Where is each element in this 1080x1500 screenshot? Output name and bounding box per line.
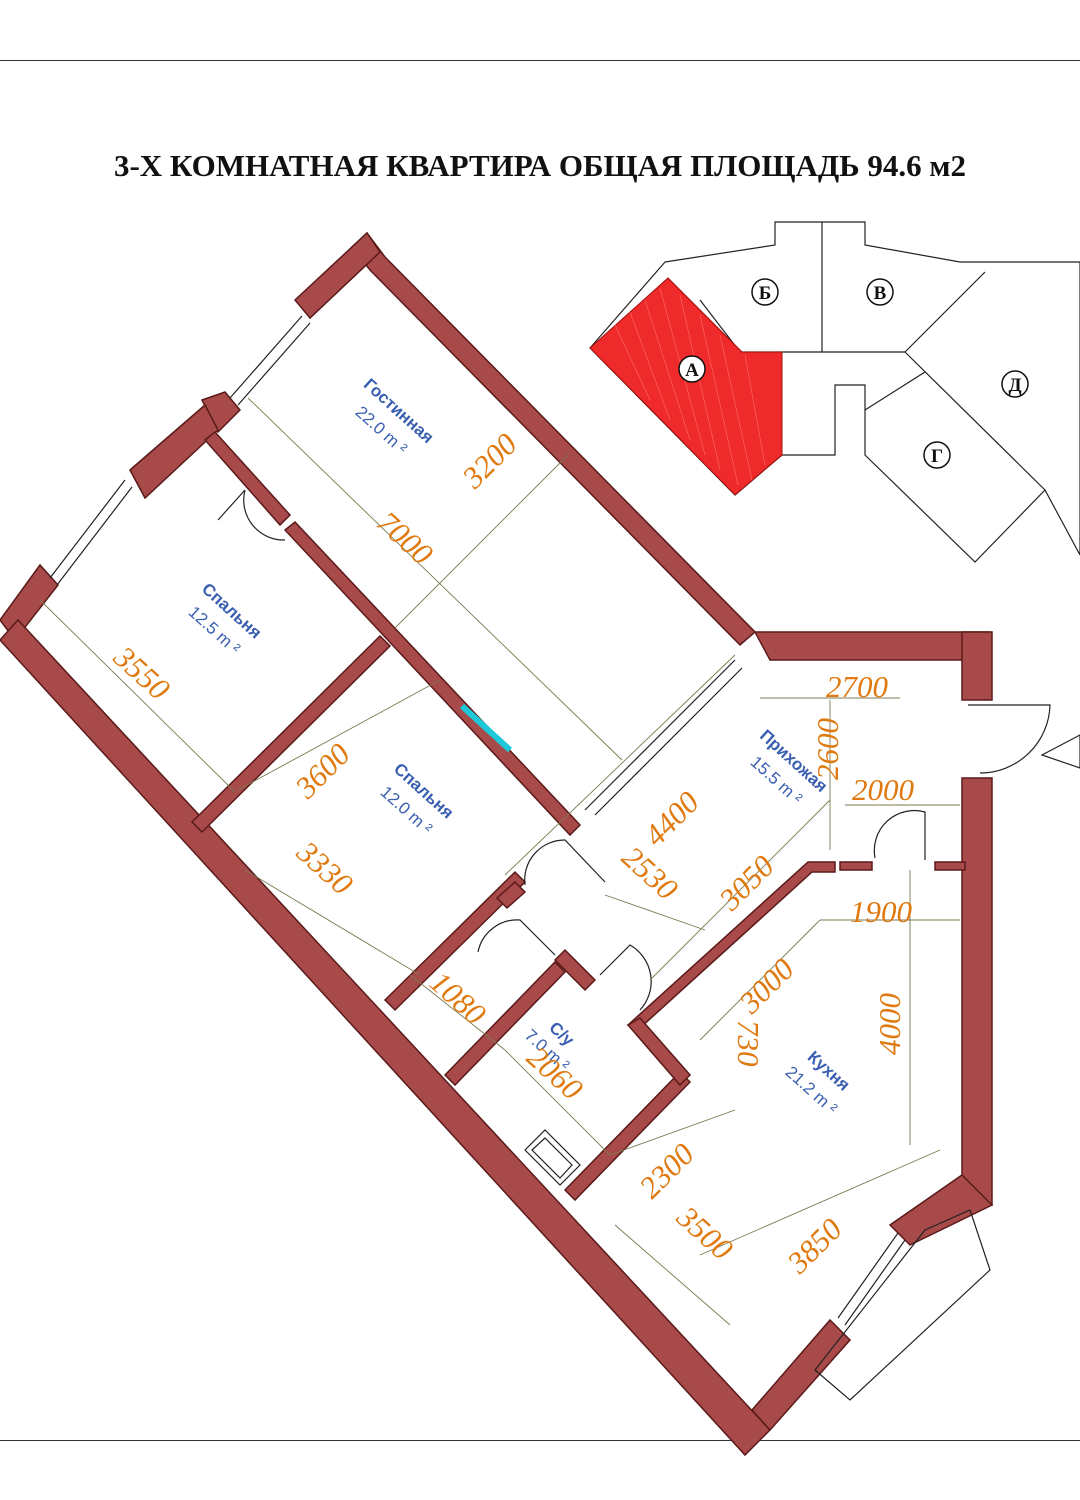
wall-bath-3 — [563, 1070, 692, 1202]
key-plan-label-d: Д — [1001, 370, 1029, 398]
key-plan-label-g: Г — [923, 441, 951, 469]
bottom-border-line — [0, 1440, 1080, 1441]
wall-hall-inner-2 — [934, 861, 966, 871]
dimension-label: 2000 — [852, 772, 915, 807]
door-bedroom1 — [217, 489, 286, 541]
window-living — [229, 315, 303, 399]
window-bedroom1 — [49, 479, 126, 579]
key-plan-divider — [864, 371, 926, 411]
room-living-label: Гостинная 22.0 m ² — [352, 375, 438, 459]
dimension-label: 3850 — [779, 1211, 849, 1281]
ventilation-shaft — [524, 1129, 581, 1186]
wall-left-3 — [0, 563, 59, 642]
sliding-partition — [594, 667, 743, 816]
walls — [0, 231, 994, 1457]
glass-panel — [459, 703, 513, 753]
svg-text:Б: Б — [759, 283, 772, 304]
wall-entry-pillar — [961, 631, 993, 701]
door-entrance — [968, 704, 1051, 774]
wall-kitchen-lower-2 — [750, 1318, 852, 1432]
key-plan-label-b: Б — [751, 278, 779, 306]
svg-text:В: В — [874, 283, 887, 304]
door-bath-2 — [599, 944, 652, 1011]
dimension-label: 2700 — [826, 669, 889, 704]
wall-partition-3b — [495, 880, 527, 910]
wall-bath-1 — [443, 960, 567, 1087]
door-kitchen — [873, 809, 926, 860]
entrance-arrow — [1040, 734, 1080, 769]
dimension-label: 4400 — [637, 784, 706, 853]
wall-living-corner — [293, 231, 381, 320]
dimension-lines — [39, 397, 960, 1326]
dimension-label: 3200 — [454, 426, 524, 496]
window-bedroom1 — [56, 486, 133, 586]
dimension-label: 1080 — [423, 964, 493, 1032]
dimension-label: 3500 — [670, 1199, 741, 1267]
key-plan-label-v: В — [866, 278, 894, 306]
dimension-label: 2060 — [520, 1039, 590, 1107]
dimension-label: 730 — [731, 1020, 766, 1067]
wall-hall-inner — [839, 861, 873, 871]
door-bath-1 — [477, 919, 556, 956]
dimension-label: 1900 — [850, 894, 913, 929]
window-living — [237, 322, 311, 406]
dimension-label: 2300 — [632, 1136, 701, 1205]
room-bedroom2-label: Спальня 12.0 m ² — [377, 759, 458, 838]
page-title: 3-Х КОМНАТНАЯ КВАРТИРА ОБЩАЯ ПЛОЩАДЬ 94.… — [113, 148, 967, 183]
balcony — [814, 1209, 991, 1401]
window-kitchen — [837, 1232, 899, 1319]
wall-partition-2 — [190, 634, 392, 834]
dimension-label: 4000 — [872, 993, 907, 1056]
svg-text:А: А — [685, 360, 699, 381]
dimension-label: 3330 — [290, 834, 361, 902]
dimension-label: 2530 — [615, 839, 685, 907]
key-plan-divider — [904, 351, 1046, 491]
key-plan-label-a: А — [678, 355, 706, 383]
wall-partition-1 — [203, 430, 292, 527]
sliding-partition — [584, 659, 736, 811]
wall-kitchen-lower — [888, 1174, 994, 1246]
door-bedroom2 — [524, 839, 606, 886]
dimension-label: 3600 — [287, 736, 357, 806]
dimension-label: 3550 — [107, 639, 178, 707]
svg-text:Д: Д — [1008, 375, 1021, 396]
top-border-line — [0, 60, 1080, 61]
wall-hall-top — [753, 631, 991, 661]
dimension-label: 7000 — [370, 504, 440, 572]
wall-partition-1b — [283, 520, 582, 837]
wall-left-2 — [129, 403, 219, 500]
window-kitchen — [844, 1239, 906, 1326]
key-plan-section-a-highlight — [589, 277, 783, 496]
dimension-label: 2600 — [810, 718, 845, 781]
doors — [217, 489, 1080, 1186]
svg-text:Г: Г — [931, 446, 943, 467]
windows — [49, 315, 991, 1401]
dimension-label: 3000 — [731, 951, 801, 1021]
wall-kitchen-right — [961, 777, 993, 1206]
key-plan-divider — [904, 271, 986, 353]
wall-kitchen-short — [626, 1017, 692, 1087]
key-plan: А Б В Г Д — [589, 221, 1080, 563]
room-kitchen-label: Кухня 21.2 m ² — [782, 1047, 854, 1118]
room-bedroom1-label: Спальня 12.5 m ² — [185, 579, 266, 658]
wall-bath-2 — [553, 948, 597, 992]
ventilation-shaft — [531, 1137, 573, 1179]
